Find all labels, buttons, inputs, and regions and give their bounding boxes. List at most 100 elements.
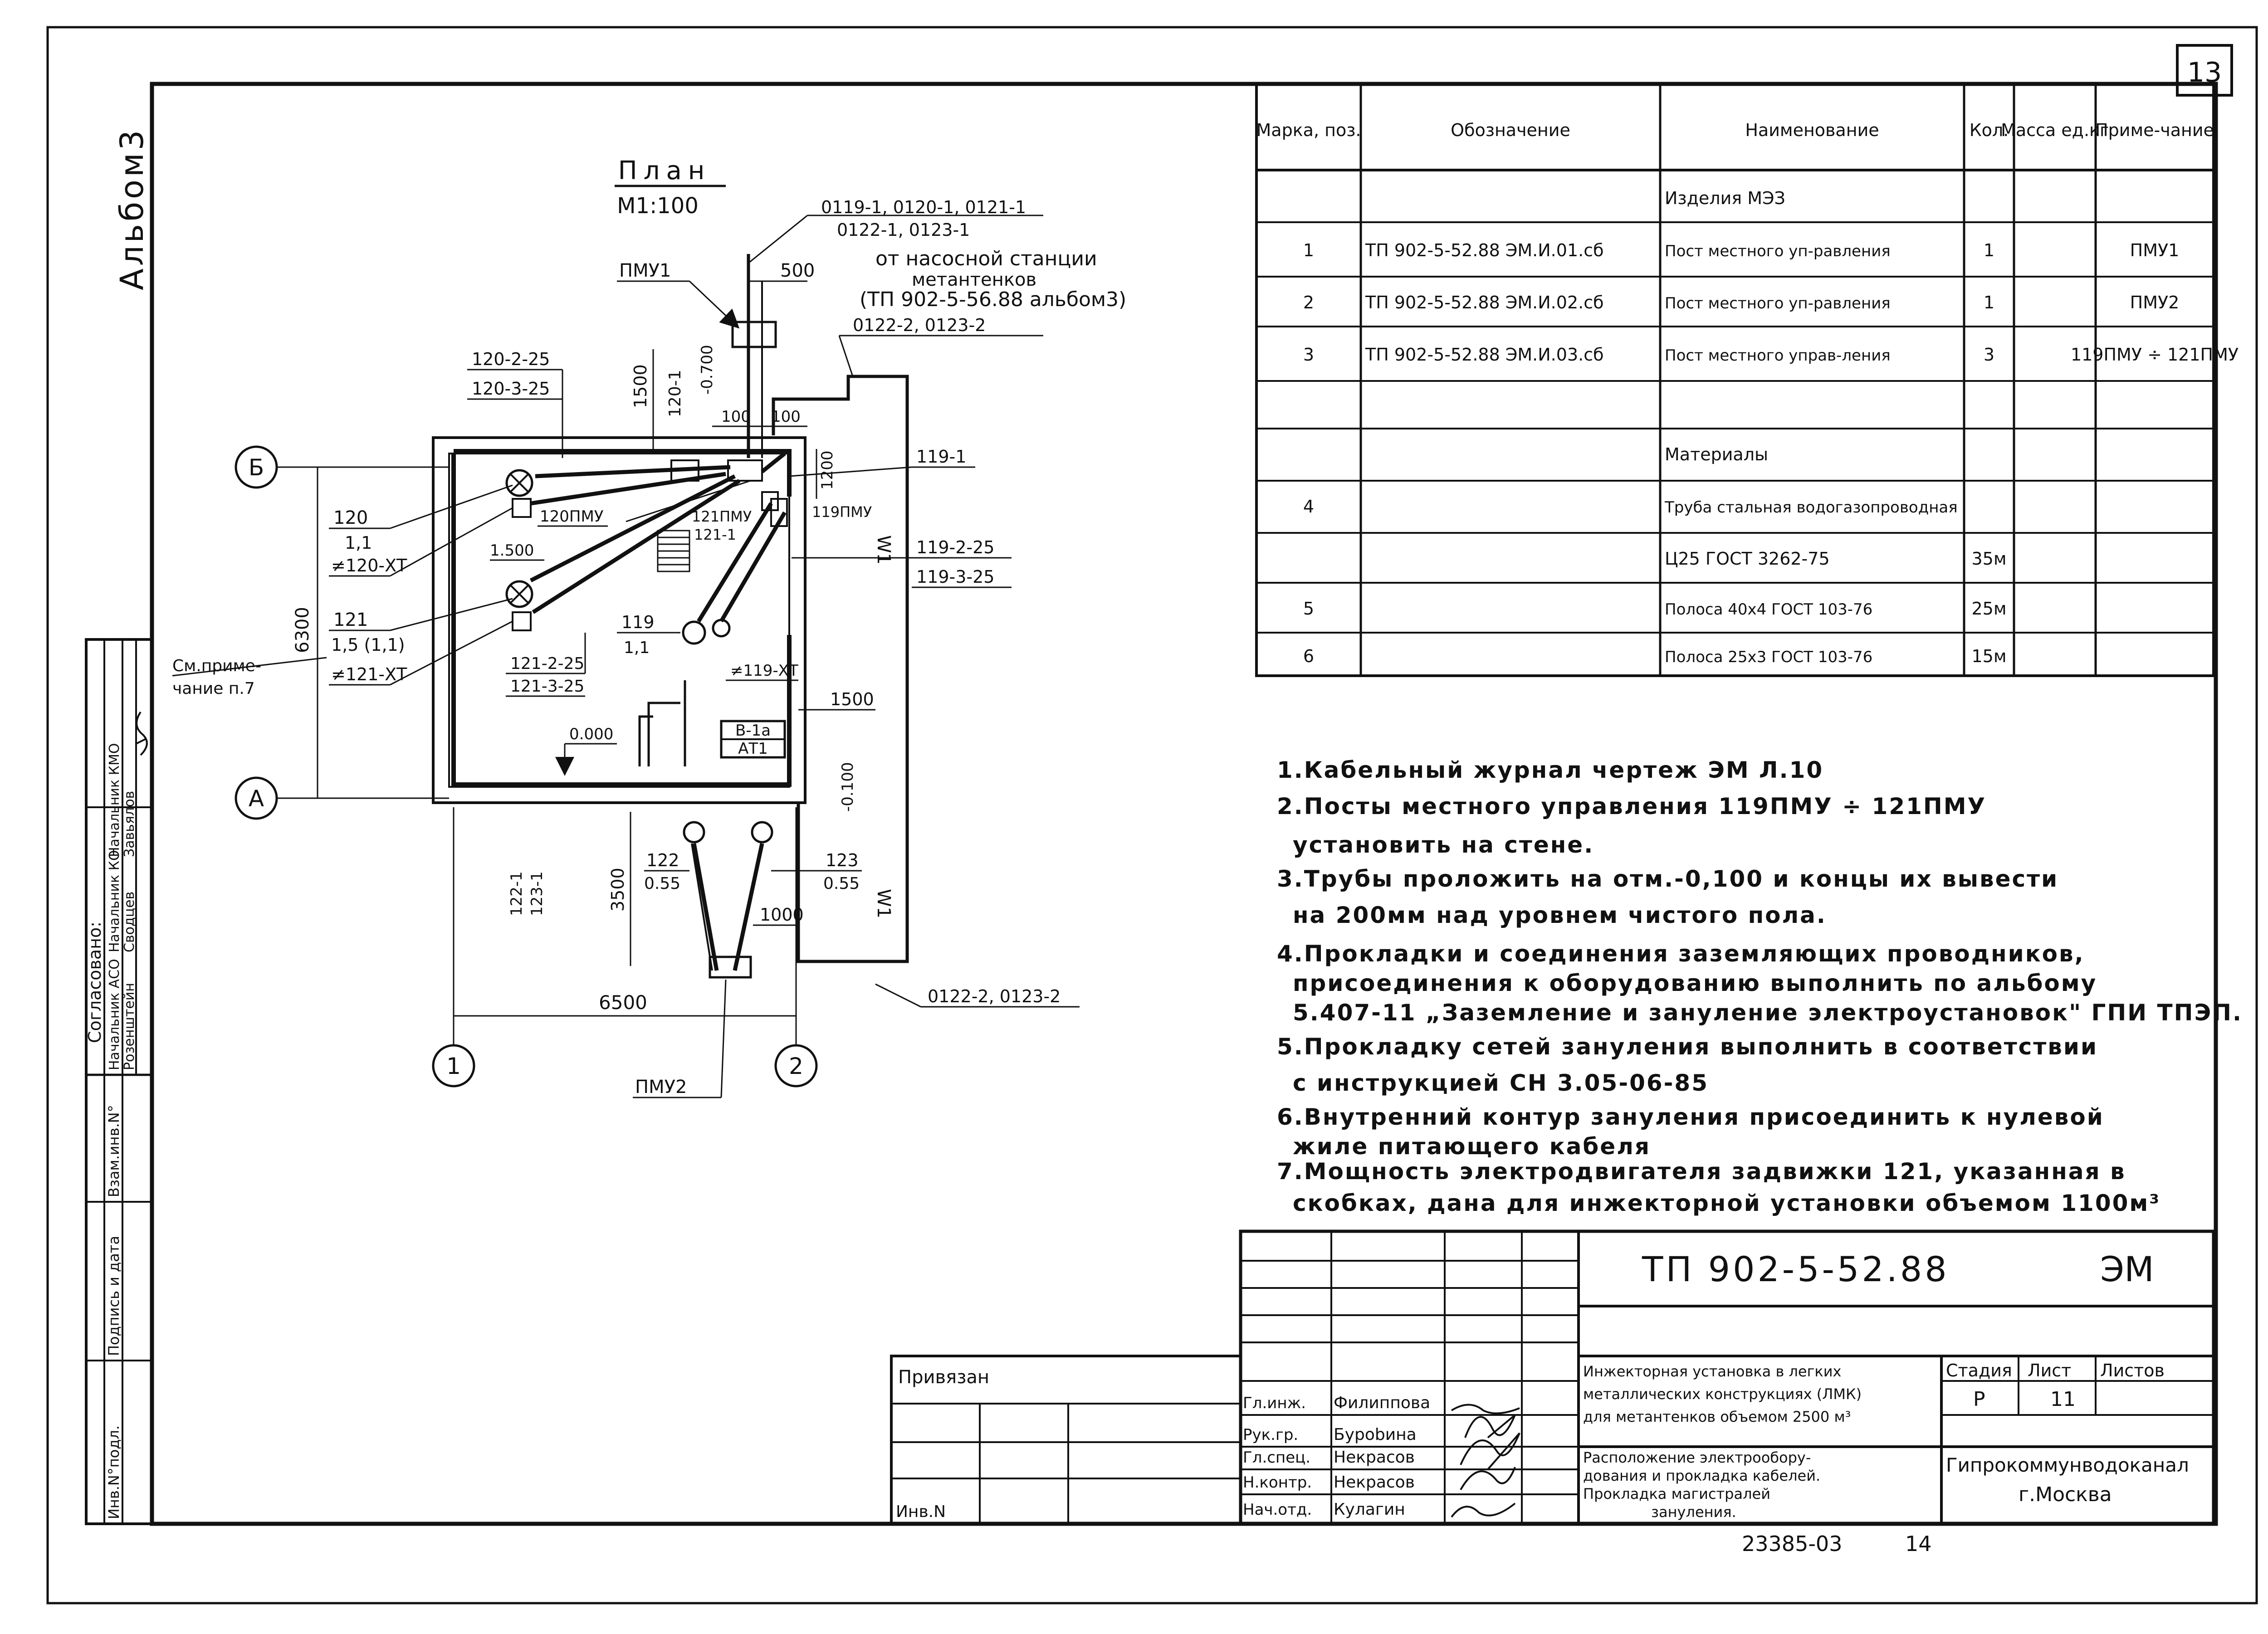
signature-2-icon: [1464, 1414, 1516, 1439]
label-121-1: 121-1: [694, 526, 736, 543]
pmu121-local-box: [512, 611, 532, 631]
agreed-label: Согласовано:: [85, 922, 105, 1043]
role-name-2: Некрасов: [1334, 1448, 1415, 1467]
plan-scale: М1:100: [617, 193, 699, 219]
label-122-055: 0.55: [644, 874, 680, 893]
label-119: 119: [621, 612, 655, 632]
note-line-5: 4.Прокладки и соединения заземляющих про…: [1277, 941, 2085, 967]
see-note-2: чание п.7: [172, 679, 255, 698]
pmu1-label: ПМУ1: [619, 260, 671, 281]
outer-border: [46, 26, 2258, 1605]
note-line-11: жиле питающего кабеля: [1293, 1133, 1651, 1160]
spec-header-5: Приме-чание: [2095, 120, 2214, 140]
label-122-1: 122-1: [508, 871, 526, 916]
pmu121-box: [761, 491, 779, 511]
spec-cell-1-code: ТП 902-5-52.88 ЭМ.И.01.сб: [1365, 240, 1604, 260]
drawing-title-2: дования и прокладка кабелей.: [1583, 1467, 1820, 1484]
note-line-7: 5.407-11 „Заземление и зануление электро…: [1293, 1000, 2243, 1026]
organization: Гипрокоммунводоканал: [1946, 1454, 2189, 1476]
spec-cell-3-note: 119ПМУ ÷ 121ПМУ: [2071, 345, 2239, 365]
note-line-8: 5.Прокладку сетей зануления выполнить в …: [1277, 1034, 2098, 1060]
role-1: Рук.гр.: [1243, 1426, 1298, 1444]
approval-signature-icon: [136, 711, 148, 756]
label-121pmu: 121ПМУ: [692, 508, 752, 525]
spec-cell-2-code: ТП 902-5-52.88 ЭМ.И.02.сб: [1365, 293, 1604, 312]
title-block: [890, 1229, 2215, 1526]
spec-cell-7-qty: 35м: [1971, 549, 2006, 569]
dim-100a: 100: [721, 408, 751, 426]
label-120-2-25: 120-2-25: [472, 349, 550, 369]
linked-label: Привязан: [898, 1367, 989, 1388]
cables-bottom: 0122-2, 0123-2: [928, 986, 1061, 1006]
sheet-value: 11: [2050, 1388, 2076, 1411]
agreed-position-1: Начальник АСО: [107, 959, 122, 1070]
axis-a: А: [249, 785, 264, 812]
spec-cell-1-pos: 1: [1303, 240, 1314, 260]
note-line-12: 7.Мощность электродвигателя задвижки 121…: [1277, 1158, 2126, 1185]
archive-no: 23385-03: [1742, 1532, 1842, 1556]
dim-6500: 6500: [599, 991, 647, 1014]
role-name-0: Филиппова: [1334, 1394, 1430, 1412]
label-122: 122: [646, 850, 679, 870]
agreed-name-2: Сводцев: [122, 892, 137, 952]
label-119-2-25: 119-2-25: [916, 537, 994, 557]
cables-top-2: 0122-1, 0123-1: [837, 220, 970, 240]
axis-2: 2: [789, 1053, 803, 1079]
axis-1: 1: [446, 1053, 461, 1079]
label-119-11: 1,1: [624, 639, 650, 657]
signature-4-icon: [1460, 1467, 1516, 1490]
motor-123-icon: [751, 821, 773, 844]
el-1500: 1.500: [490, 541, 534, 560]
from-station-1: от насосной станции: [875, 247, 1097, 270]
see-note-1: См.приме-: [172, 657, 261, 675]
spec-header-1: Обозначение: [1451, 120, 1570, 140]
role-name-4: Кулагин: [1334, 1500, 1405, 1519]
spec-cell-5-name: Материалы: [1665, 444, 1768, 464]
dim-1500-h: 1500: [830, 689, 874, 709]
spec-cell-6-name: Труба стальная водогазопроводная: [1664, 498, 1958, 517]
role-0: Гл.инж.: [1243, 1394, 1306, 1412]
dim-1200: 1200: [818, 450, 836, 490]
note-line-6: присоединения к оборудованию выполнить п…: [1293, 970, 2097, 996]
pmu2-box: [709, 956, 752, 979]
title-block-roles: Гл.инж.ФилипповаРук.гр.БурobинаГл.спец.Н…: [1243, 1394, 1430, 1519]
spec-cell-3-pos: 3: [1303, 345, 1314, 365]
plan-title: План: [618, 156, 711, 185]
note-line-10: 6.Внутренний контур зануления присоедини…: [1277, 1104, 2104, 1130]
floor-plan: План М1:100 В-1а АТ1 ПМУ1 500 W: [172, 156, 1126, 1098]
w1-bottom: W1: [873, 889, 894, 918]
pmu1-box: [731, 321, 777, 348]
label-123: 123: [826, 850, 859, 870]
building-wall-outer: [432, 436, 807, 804]
sheet-number-box: [2176, 44, 2233, 97]
archive-page: 14: [1905, 1532, 1932, 1556]
spec-cell-3-qty: 3: [1984, 345, 1994, 365]
project-line-1: Инжекторная установка в легких: [1583, 1363, 1841, 1380]
sheet-header: Лист: [2028, 1361, 2071, 1380]
spec-cell-9-qty: 15м: [1971, 646, 2006, 666]
inv-no-label: Инв.N: [896, 1502, 946, 1521]
cable-lines: [529, 452, 787, 623]
label-120: 120: [333, 507, 368, 528]
inv-replace-label: Взам.инв.N°: [105, 1105, 122, 1197]
dim-100b: 100: [771, 408, 801, 426]
role-2: Гл.спец.: [1243, 1449, 1310, 1467]
spec-cell-9-name: Полоса 25х3 ГОСТ 103-76: [1665, 648, 1872, 666]
spec-cell-8-pos: 5: [1303, 599, 1314, 619]
role-name-3: Некрасов: [1334, 1473, 1415, 1492]
note-line-2: установить на стене.: [1293, 832, 1594, 858]
label-119-1: 119-1: [916, 447, 966, 467]
doc-code: ТП 902-5-52.88: [1642, 1249, 1950, 1289]
label-119-3-25: 119-3-25: [916, 567, 994, 587]
cables-top-3: 0122-2, 0123-2: [853, 315, 986, 335]
drawing-title-4: зануления.: [1651, 1503, 1736, 1521]
signatures: [1451, 1404, 1520, 1518]
label-123-055: 0.55: [823, 874, 860, 893]
note-line-9: с инструкцией СН 3.05-06-85: [1293, 1070, 1709, 1096]
motor-120-icon: [505, 469, 533, 497]
dim-1000: 1000: [760, 905, 804, 925]
agreed-name-3: Завьялов: [122, 791, 137, 857]
box-b1a: В-1а: [735, 722, 771, 740]
note-line-4: на 200мм над уровнем чистого пола.: [1293, 902, 1827, 928]
signature-1-icon: [1451, 1404, 1520, 1415]
